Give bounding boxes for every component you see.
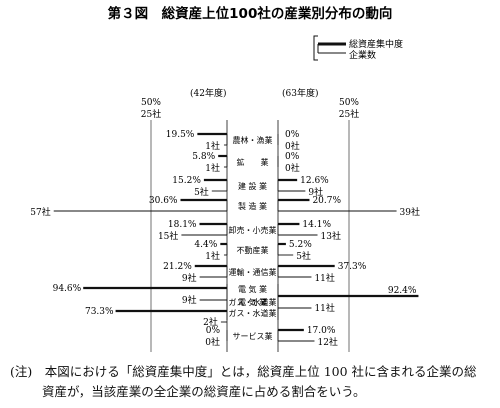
category-label: 製 造 業 xyxy=(238,201,267,211)
right-concentration-label: 20.7% xyxy=(312,196,341,206)
right-concentration-label: 0% xyxy=(285,130,300,140)
industry-distribution-chart: 第３図 総資産上位100社の産業別分布の動向 総資産集中度 企業数 (42年度)… xyxy=(30,5,420,352)
left-companies-label: 15社 xyxy=(158,230,178,242)
left-concentration-label: 94.6% xyxy=(53,284,82,294)
right-concentration-label: 14.1% xyxy=(302,220,331,230)
legend-concentration-label: 総資産集中度 xyxy=(349,38,403,50)
category-label: 建 設 業 xyxy=(238,181,267,191)
right-companies-label: 9社 xyxy=(308,186,323,198)
left-concentration-label: 30.6% xyxy=(149,196,178,206)
left-concentration-label: 15.2% xyxy=(172,176,201,186)
right-companies-label: 11社 xyxy=(314,302,334,314)
right-companies-label: 5社 xyxy=(296,250,311,262)
left-period-label: (42年度) xyxy=(190,87,226,99)
category-label: ガス・水道業 xyxy=(229,308,277,318)
right-companies-label: 0社 xyxy=(285,162,300,174)
category-label: 卸売・小売業 xyxy=(229,225,277,235)
right-scale-50: 50% xyxy=(339,98,359,108)
left-scale-50: 50% xyxy=(141,98,161,108)
category-label: 電 気 業 xyxy=(238,297,267,307)
left-concentration-label: 4.4% xyxy=(194,240,217,250)
left-concentration-label: 18.1% xyxy=(168,220,197,230)
left-companies-label: 5社 xyxy=(194,186,209,198)
right-period-label: (63年度) xyxy=(282,87,318,99)
legend-companies-label: 企業数 xyxy=(349,49,376,61)
left-companies-label: 9社 xyxy=(182,294,197,306)
left-concentration-label: 19.5% xyxy=(166,130,195,140)
left-concentration-label: 0% xyxy=(206,326,221,336)
left-companies-label: 9社 xyxy=(182,272,197,284)
category-label: 農林・漁業 xyxy=(233,135,273,145)
footnote-line-2: 資産が，当該産業の全企業の総資産に占める割合をいう。 xyxy=(42,384,366,399)
right-concentration-label: 37.3% xyxy=(338,262,367,272)
right-companies-label: 0社 xyxy=(285,140,300,152)
left-companies-label: 57社 xyxy=(30,206,50,218)
left-companies-label: 1社 xyxy=(205,250,220,262)
right-companies-label: 12社 xyxy=(317,336,337,348)
right-concentration-label: 12.6% xyxy=(300,176,329,186)
category-label: サービス業 xyxy=(233,331,273,341)
left-concentration-label: 73.3% xyxy=(85,307,114,317)
right-companies-label: 13社 xyxy=(321,230,341,242)
legend: 総資産集中度 企業数 xyxy=(313,35,403,61)
right-concentration-label: 92.4% xyxy=(388,286,417,296)
left-scale-25: 25社 xyxy=(141,108,161,120)
right-concentration-label: 17.0% xyxy=(307,326,336,336)
category-label: 鉱 業 xyxy=(237,157,269,167)
left-concentration-label: 21.2% xyxy=(163,262,192,272)
chart-title: 第３図 総資産上位100社の産業別分布の動向 xyxy=(108,5,393,22)
category-label: 不動産業 xyxy=(237,245,269,255)
category-label: ガス・水道業 xyxy=(229,297,277,307)
right-companies-label: 11社 xyxy=(314,272,334,284)
category-label: 電 気 業 xyxy=(238,284,267,294)
category-label: 運輸・通信業 xyxy=(229,267,277,277)
footnote-line-1: (注) 本図における「総資産集中度」とは，総資産上位 100 社に含まれる企業の… xyxy=(10,364,477,379)
left-companies-label: 2社 xyxy=(203,316,218,328)
left-companies-label: 0社 xyxy=(205,336,220,348)
right-scale-25: 25社 xyxy=(339,108,359,120)
legend-bracket xyxy=(313,35,318,61)
footnote: (注) 本図における「総資産集中度」とは，総資産上位 100 社に含まれる企業の… xyxy=(10,362,494,402)
right-companies-label: 39社 xyxy=(400,206,420,218)
right-concentration-label: 5.2% xyxy=(289,240,312,250)
left-companies-label: 1社 xyxy=(205,140,220,152)
left-concentration-label: 5.8% xyxy=(192,152,215,162)
right-concentration-label: 0% xyxy=(285,152,300,162)
left-companies-label: 1社 xyxy=(205,162,220,174)
